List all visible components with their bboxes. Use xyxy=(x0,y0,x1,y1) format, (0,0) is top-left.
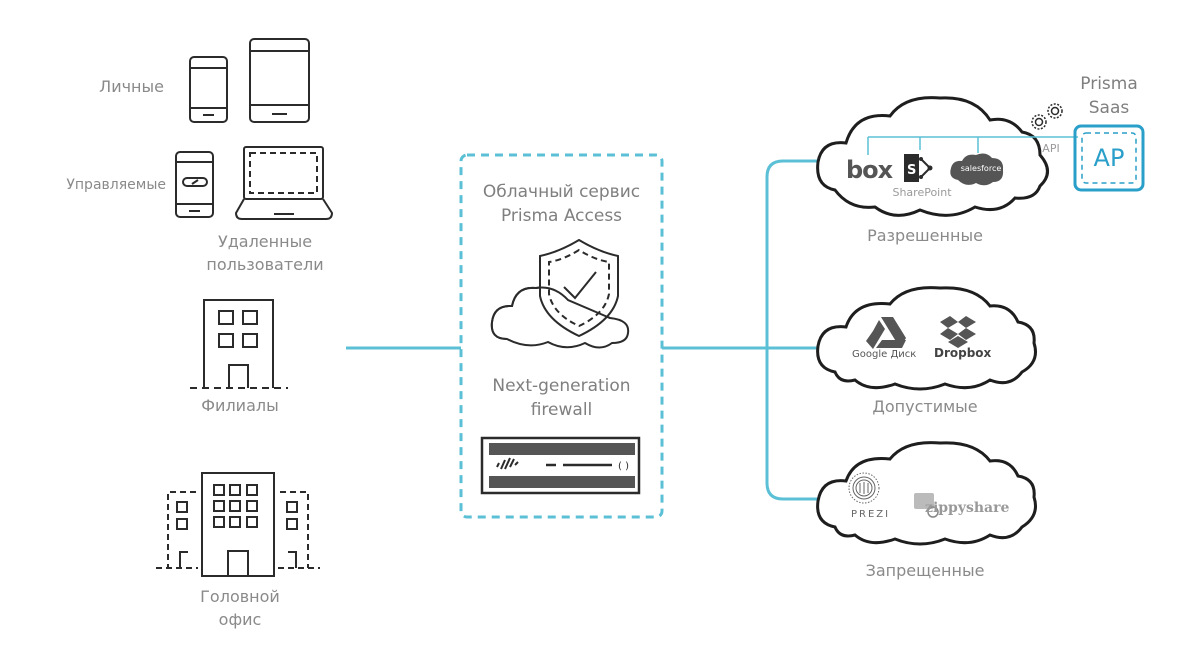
google-drive-logo-icon xyxy=(866,317,906,349)
cloud-service-label-line2: Prisma Access xyxy=(500,206,623,226)
salesforce-label: salesforce xyxy=(960,164,1002,173)
unsanctioned-label: Запрещенные xyxy=(865,561,985,580)
dropbox-logo-icon xyxy=(940,316,976,348)
prisma-access-container xyxy=(459,153,664,519)
prezi-label: Prezi xyxy=(851,509,891,520)
prisma-saas-box-text: AP xyxy=(1093,144,1125,172)
dropbox-label: Dropbox xyxy=(934,346,992,360)
sharepoint-logo-icon: S xyxy=(904,154,933,182)
prisma-saas-title-line1: Prisma xyxy=(1080,74,1138,94)
branches-label: Филиалы xyxy=(201,396,279,415)
managed-smartphone-icon xyxy=(175,151,214,218)
headquarters-building-icon xyxy=(156,472,320,577)
zippyshare-logo-icon xyxy=(914,493,939,518)
google-drive-label: Google Диск xyxy=(852,349,917,360)
prisma-saas-title-line2: Saas xyxy=(1088,98,1130,118)
hq-label-line2: офис xyxy=(218,610,262,629)
connectors xyxy=(346,159,830,501)
sanctioned-label: Разрешенные xyxy=(867,226,983,245)
branch-building-icon xyxy=(190,299,288,389)
prisma-saas-box xyxy=(1073,124,1145,192)
zippyshare-label: zippyshare xyxy=(925,500,1010,516)
remote-users-label-line2: пользователи xyxy=(206,255,324,274)
smartphone-icon xyxy=(189,56,228,123)
connector-trunk xyxy=(765,159,830,501)
api-connectors xyxy=(867,136,1078,155)
box-logo-icon: box xyxy=(846,156,895,184)
hq-label-line1: Головной xyxy=(200,587,280,606)
tablet-icon xyxy=(249,38,310,123)
gears-icon xyxy=(1031,103,1063,130)
cloud-sanctioned xyxy=(816,96,1049,217)
svg-text:box: box xyxy=(846,156,894,184)
api-label: API xyxy=(1042,142,1060,155)
personal-devices-label: Личные xyxy=(99,77,164,96)
firewall-appliance-icon: ( ) xyxy=(480,436,641,495)
ngfw-label-line2: firewall xyxy=(530,400,593,420)
remote-users-label-line1: Удаленные xyxy=(217,232,313,251)
sharepoint-label: SharePoint xyxy=(892,186,952,199)
managed-devices-label: Управляемые xyxy=(66,177,166,193)
prezi-logo-icon xyxy=(848,472,880,504)
cloud-tolerated xyxy=(816,286,1037,391)
salesforce-logo-icon xyxy=(950,153,1004,186)
svg-text:( ): ( ) xyxy=(618,461,629,472)
tolerated-label: Допустимые xyxy=(872,397,978,416)
svg-text:S: S xyxy=(907,163,916,178)
cloud-shield-icon xyxy=(490,238,630,349)
ngfw-label-line1: Next-generation xyxy=(492,376,631,396)
cloud-service-label-line1: Облачный сервис xyxy=(482,182,641,202)
laptop-icon xyxy=(234,146,334,220)
